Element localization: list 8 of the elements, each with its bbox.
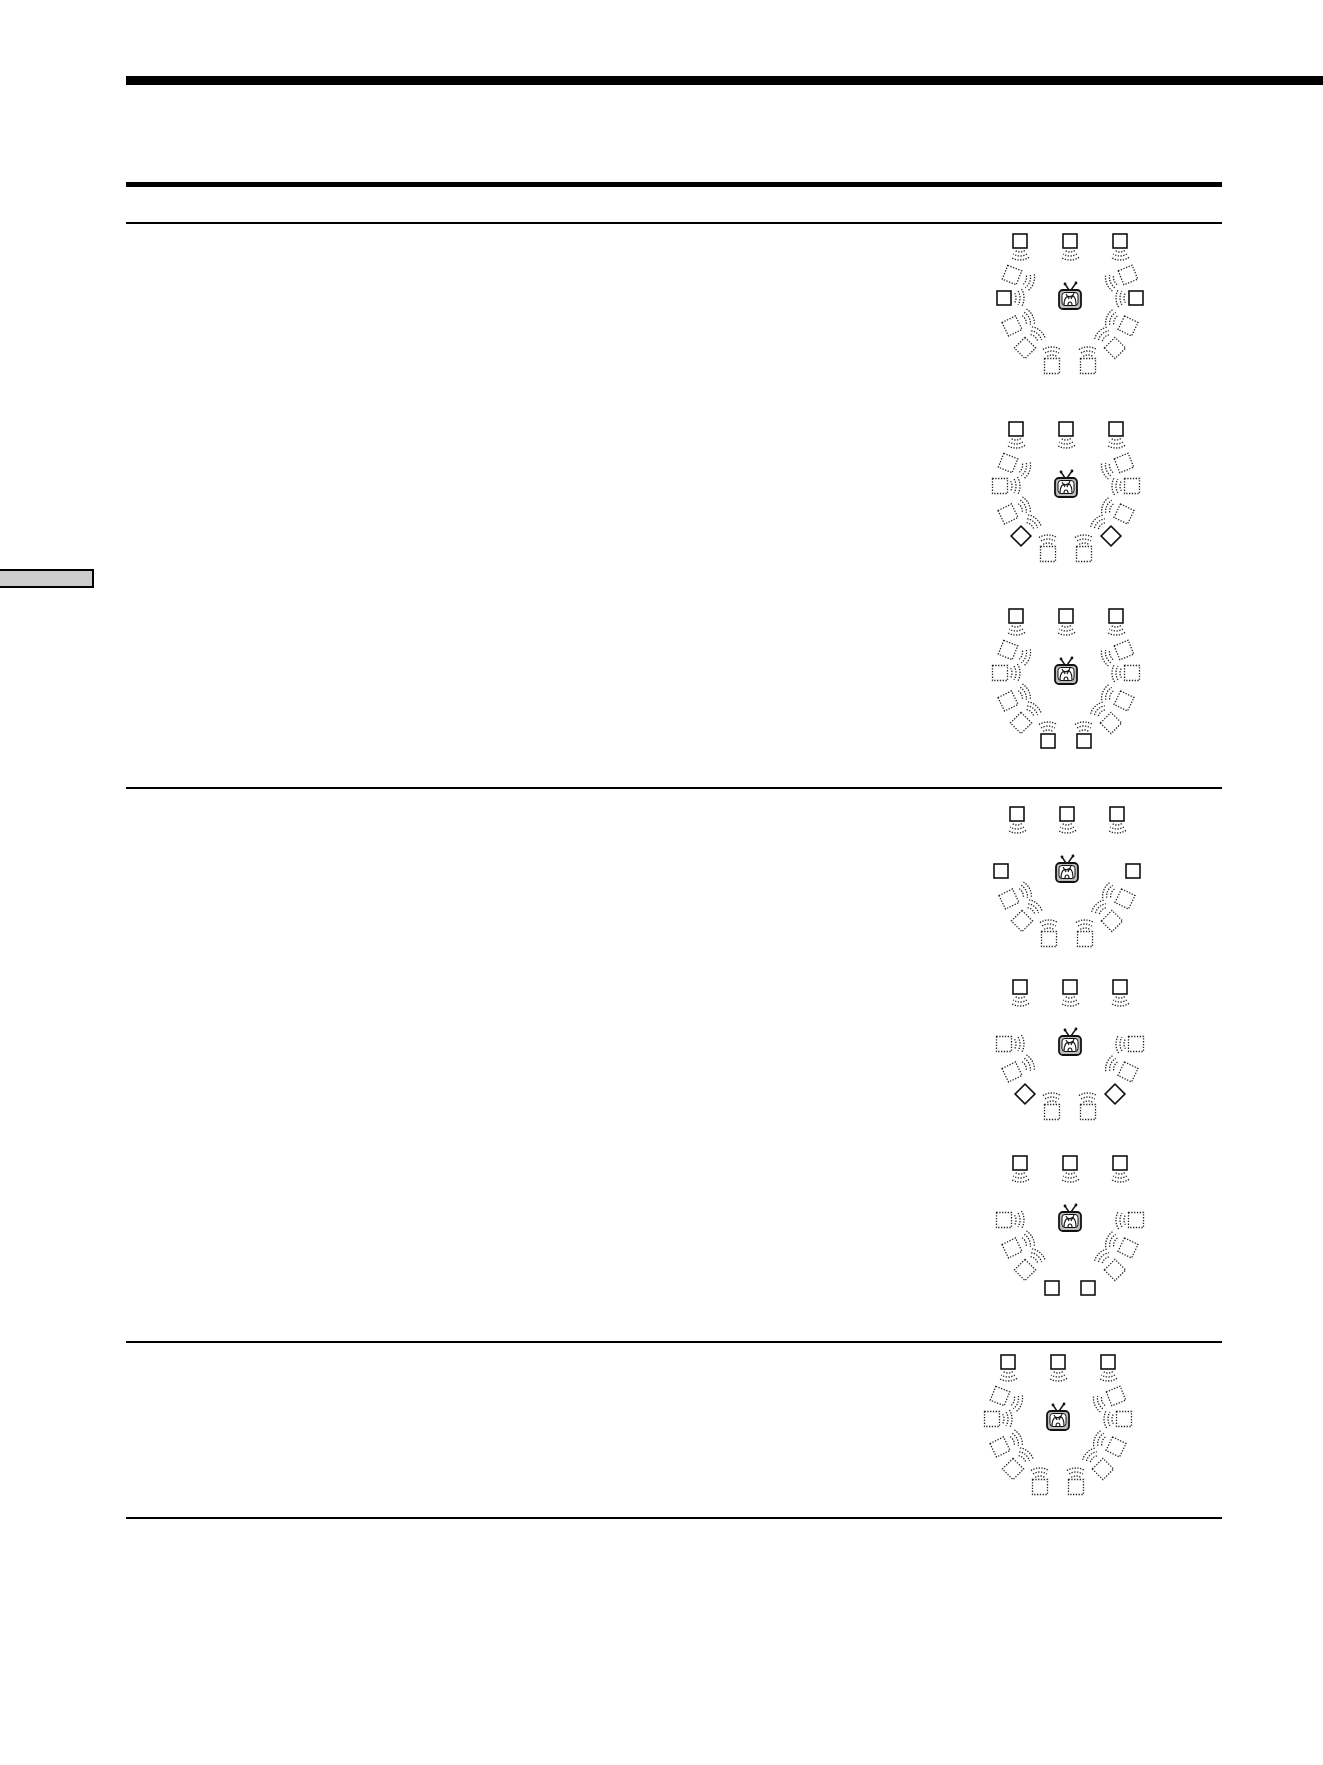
speaker-layout-drawing [994, 1154, 1146, 1298]
speaker-layout-drawing [990, 607, 1142, 751]
speaker-layout-drawing [991, 805, 1143, 949]
speaker-layout-drawing [994, 232, 1146, 376]
speaker-layout-drawing [994, 978, 1146, 1122]
section-tab [0, 569, 94, 588]
speaker-layout-drawing [990, 420, 1142, 564]
speaker-layout-drawing [982, 1353, 1134, 1497]
